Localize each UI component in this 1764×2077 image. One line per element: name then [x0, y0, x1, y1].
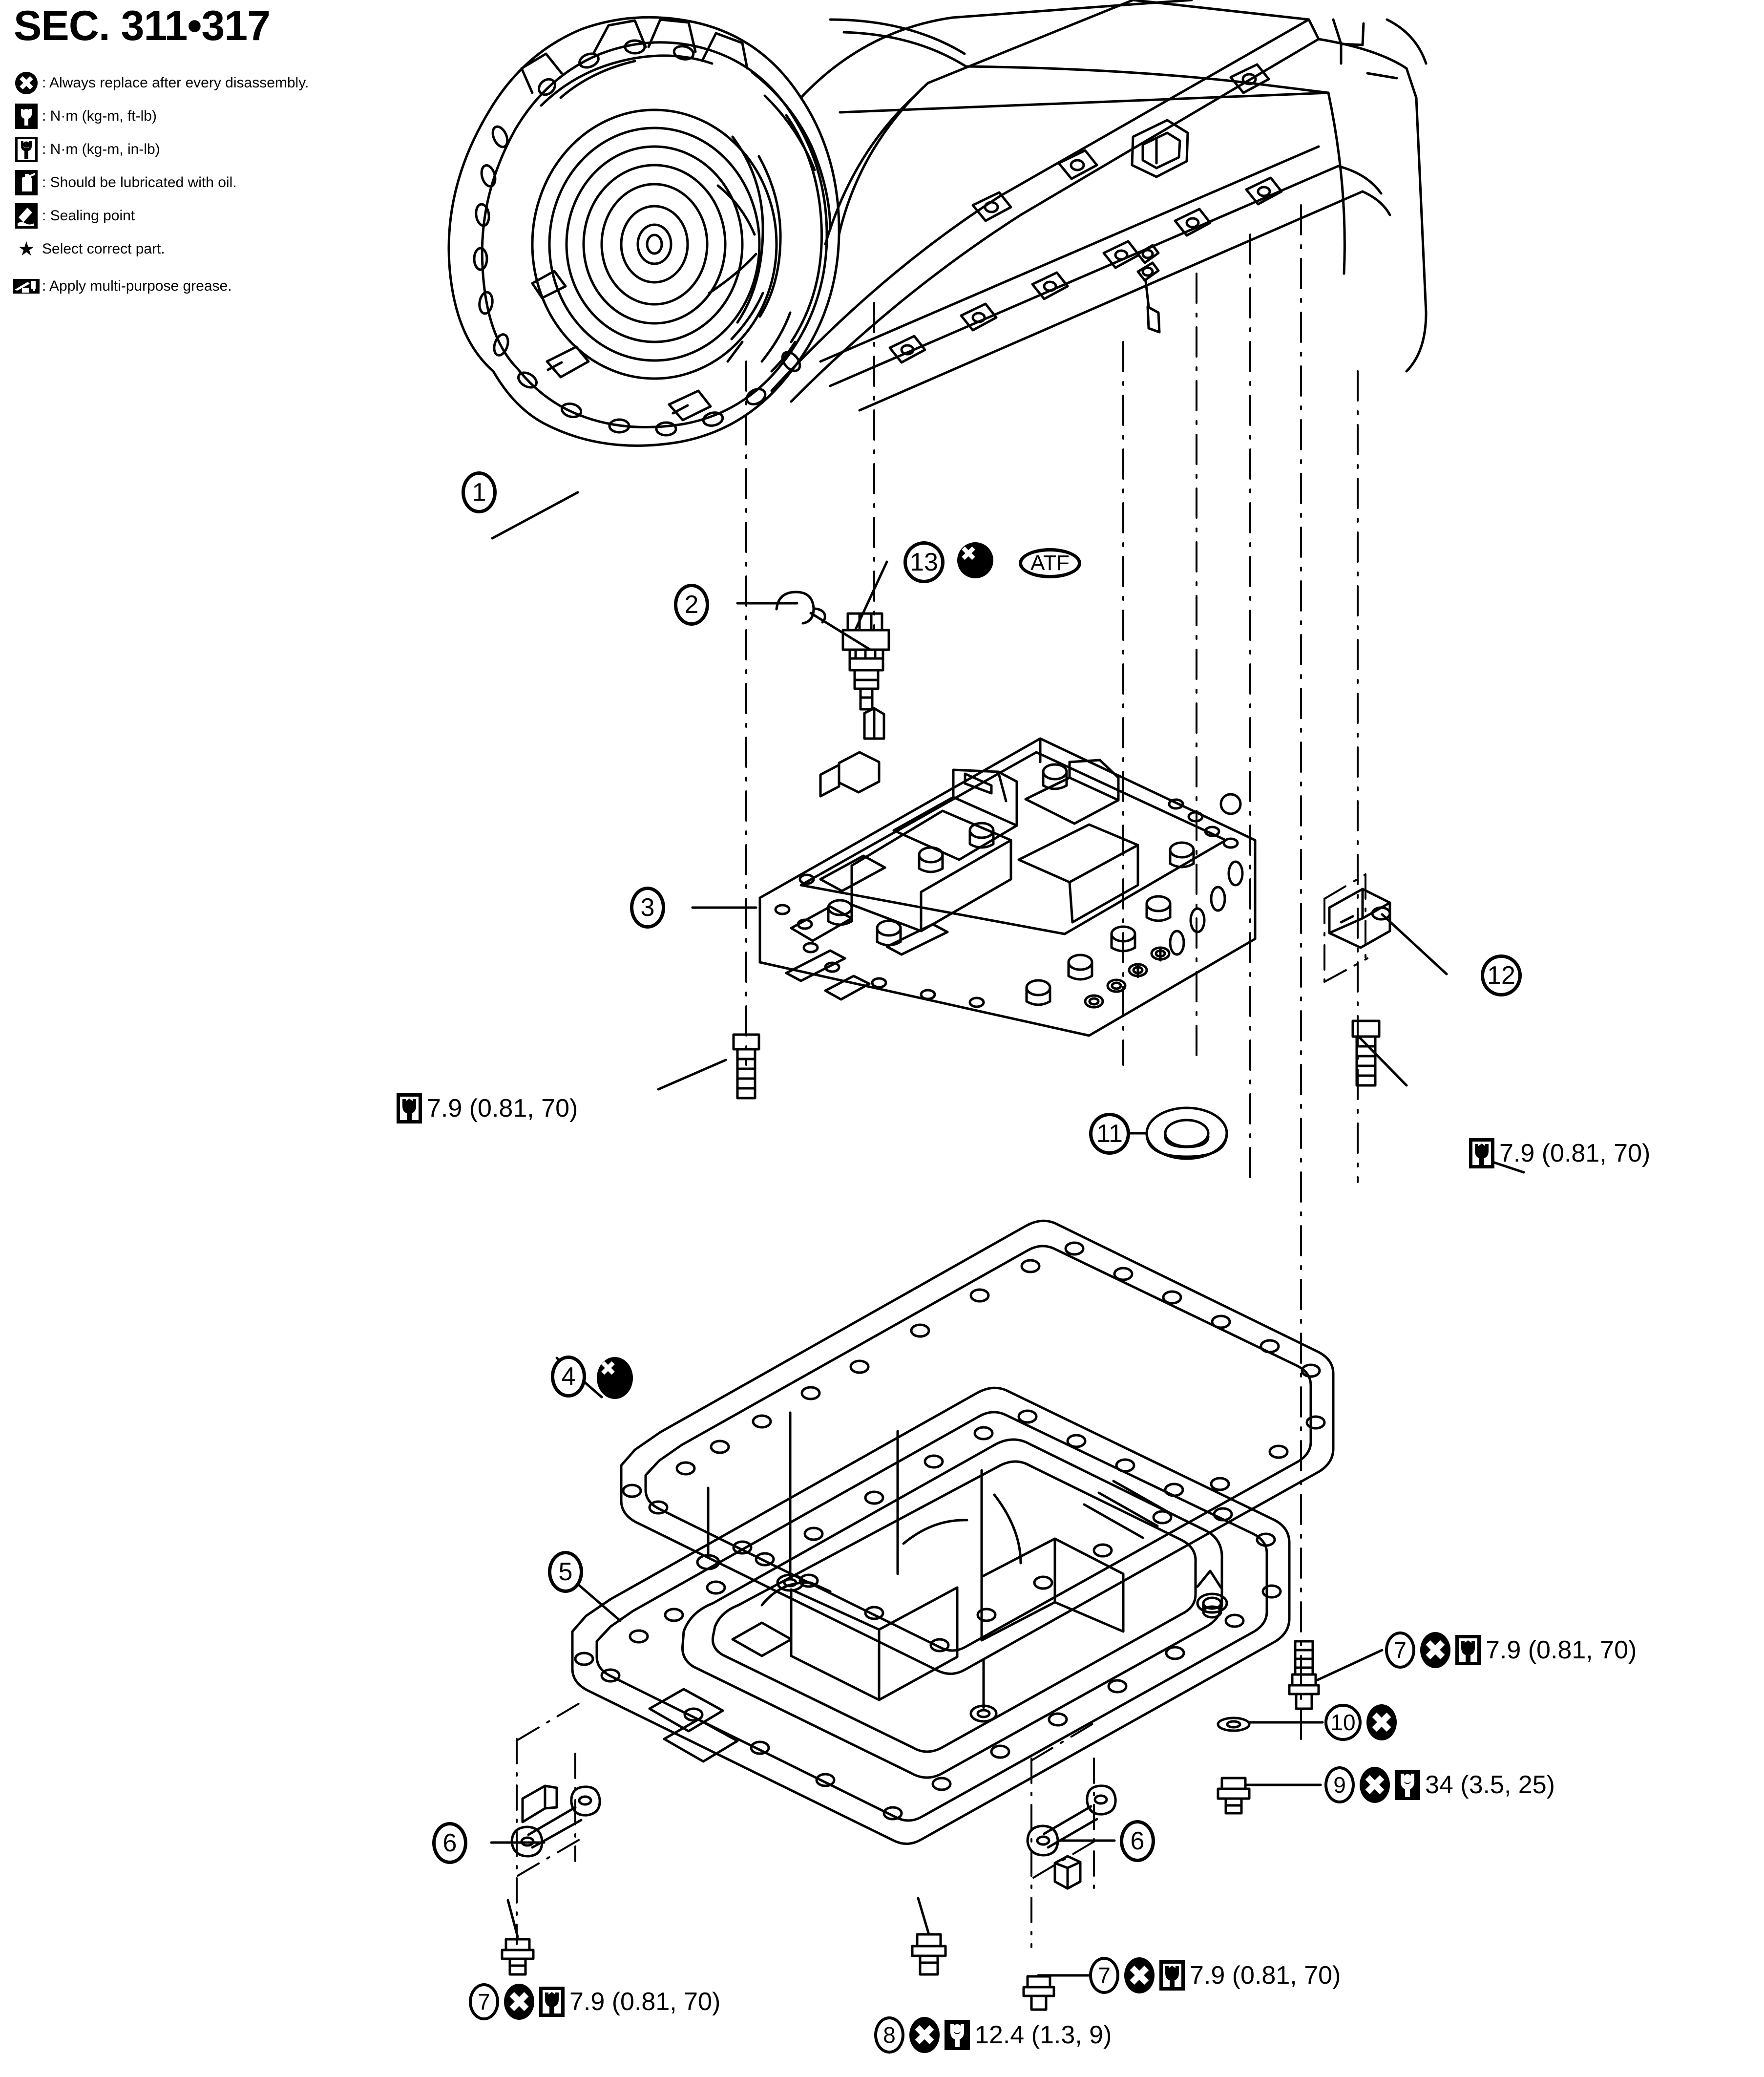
- callout-5[interactable]: 5: [548, 1551, 583, 1593]
- grease-icon: [13, 274, 40, 299]
- callout-10[interactable]: 10: [1324, 1704, 1362, 1741]
- callout-7-bottom-left[interactable]: 7: [469, 1983, 499, 2020]
- legend-item-label: : Should be lubricated with oil.: [42, 174, 237, 191]
- torque-value: 12.4 (1.3, 9): [975, 2021, 1112, 2049]
- legend-item-label: : Sealing point: [42, 208, 135, 224]
- torque-value: 7.9 (0.81, 70): [1486, 1636, 1637, 1664]
- star-icon: ★: [18, 238, 35, 260]
- torque-label-valve-body-left: 7.9 (0.81, 70): [397, 1093, 578, 1123]
- torque-inlb-icon: [1455, 1635, 1481, 1665]
- oil-pan-gasket-4: [620, 1219, 1335, 1675]
- bracket-6b-guide: [1030, 1720, 1100, 1948]
- callout-13[interactable]: 13: [903, 541, 945, 583]
- callout-12[interactable]: 12: [1481, 954, 1522, 996]
- legend-item-label: : Apply multi-purpose grease.: [42, 278, 232, 294]
- bolt-8-bottom: [911, 1933, 947, 1976]
- replace-x-icon: [504, 1984, 534, 2020]
- control-valve-body-drawing: [758, 707, 1257, 1037]
- callout-1[interactable]: 1: [462, 471, 497, 513]
- legend-item-label: : N·m (kg-m, in-lb): [42, 141, 160, 157]
- replace-x-icon: [14, 70, 39, 96]
- torque-inlb-icon: [1469, 1138, 1494, 1168]
- bolt-valvebody-left: [732, 1033, 760, 1100]
- bolt-7-center-bottom: [1022, 1975, 1055, 2011]
- torque-inlb-icon: [1159, 1960, 1185, 1991]
- torque-value: 34 (3.5, 25): [1425, 1771, 1555, 1799]
- replace-x-icon: [1360, 1767, 1390, 1803]
- oring-seal-11: [1145, 1106, 1228, 1160]
- replace-x-icon: [1124, 1957, 1155, 1993]
- sealing-point-icon: [14, 203, 39, 229]
- torque-label-item-9: 9 34 (3.5, 25): [1324, 1766, 1555, 1803]
- replace-x-icon: [909, 2017, 940, 2053]
- torque-value: 7.9 (0.81, 70): [569, 1988, 721, 2016]
- label-item-10: 10: [1324, 1704, 1397, 1741]
- callout-7-bottom-center[interactable]: 7: [1089, 1957, 1119, 1994]
- legend-item-replace: : Always replace after every disassembly…: [14, 68, 453, 98]
- bolt-7-left-bottom: [501, 1938, 535, 1976]
- callout-9[interactable]: 9: [1324, 1766, 1355, 1803]
- torque-label-item-7-right: 7 7.9 (0.81, 70): [1385, 1632, 1637, 1669]
- torque-value: 7.9 (0.81, 70): [1499, 1139, 1651, 1167]
- torque-inlb-icon: [539, 1987, 565, 2017]
- legend: : Always replace after every disassembly…: [13, 68, 453, 305]
- bracket-6a-drawing: [510, 1784, 601, 1858]
- callout-7-right[interactable]: 7: [1385, 1632, 1415, 1669]
- replace-x-icon-4: [597, 1357, 633, 1399]
- legend-item-select-part: ★ Select correct part.: [14, 234, 453, 264]
- bracket-6b-drawing: [1026, 1784, 1117, 1890]
- oil-pan-5: [571, 1386, 1291, 1845]
- torque-label-item-8: 8 12.4 (1.3, 9): [874, 2016, 1112, 2054]
- callout-11[interactable]: 11: [1089, 1113, 1130, 1155]
- legend-item-label: Select correct part.: [42, 241, 165, 257]
- torque-label-item-7-bottom-center: 7 7.9 (0.81, 70): [1089, 1957, 1341, 1994]
- legend-item-grease: : Apply multi-purpose grease.: [13, 272, 453, 301]
- torque-inlb-icon: [14, 137, 39, 162]
- legend-item-sealing: : Sealing point: [14, 201, 453, 231]
- legend-item-torque-inlb: : N·m (kg-m, in-lb): [14, 135, 453, 164]
- replace-x-icon-13: [957, 542, 993, 578]
- atf-label: ATF: [1019, 548, 1081, 578]
- bolt-bracket-12: [1351, 1019, 1381, 1087]
- legend-item-label: : N·m (kg-m, ft-lb): [42, 108, 157, 124]
- torque-ftlb-icon: [1395, 1770, 1420, 1800]
- page-title: SEC. 311•317: [14, 2, 271, 49]
- callout-6-center[interactable]: 6: [1120, 1820, 1155, 1862]
- washer-10-drawing: [1217, 1717, 1251, 1732]
- bolt-7-right-pan: [1288, 1640, 1320, 1710]
- torque-label-item-7-bottom-left: 7 7.9 (0.81, 70): [469, 1983, 720, 2020]
- torque-label-bracket-12: 7.9 (0.81, 70): [1469, 1138, 1650, 1168]
- replace-x-icon: [1366, 1704, 1397, 1740]
- oil-lubricate-icon: [14, 170, 39, 195]
- legend-item-torque-ftlb: : N·m (kg-m, ft-lb): [14, 102, 453, 131]
- legend-item-lubricate: : Should be lubricated with oil.: [14, 168, 453, 197]
- torque-ftlb-icon: [945, 2020, 970, 2050]
- torque-value: 7.9 (0.81, 70): [1190, 1961, 1341, 1990]
- replace-x-icon: [1420, 1632, 1450, 1668]
- callout-8[interactable]: 8: [874, 2016, 904, 2054]
- bracket-12-drawing: [1328, 888, 1391, 949]
- callout-2[interactable]: 2: [674, 584, 709, 626]
- torque-value: 7.9 (0.81, 70): [427, 1094, 578, 1123]
- drain-plug-9-drawing: [1217, 1777, 1251, 1815]
- atf-sensor-drawing: [841, 612, 890, 711]
- torque-inlb-icon: [397, 1093, 422, 1123]
- transmission-case-drawing: [447, 0, 1428, 447]
- callout-4[interactable]: 4: [551, 1356, 586, 1398]
- legend-item-label: : Always replace after every disassembly…: [42, 75, 309, 91]
- torque-ftlb-icon: [14, 104, 39, 129]
- callout-3[interactable]: 3: [630, 887, 665, 929]
- callout-6-left[interactable]: 6: [432, 1822, 467, 1864]
